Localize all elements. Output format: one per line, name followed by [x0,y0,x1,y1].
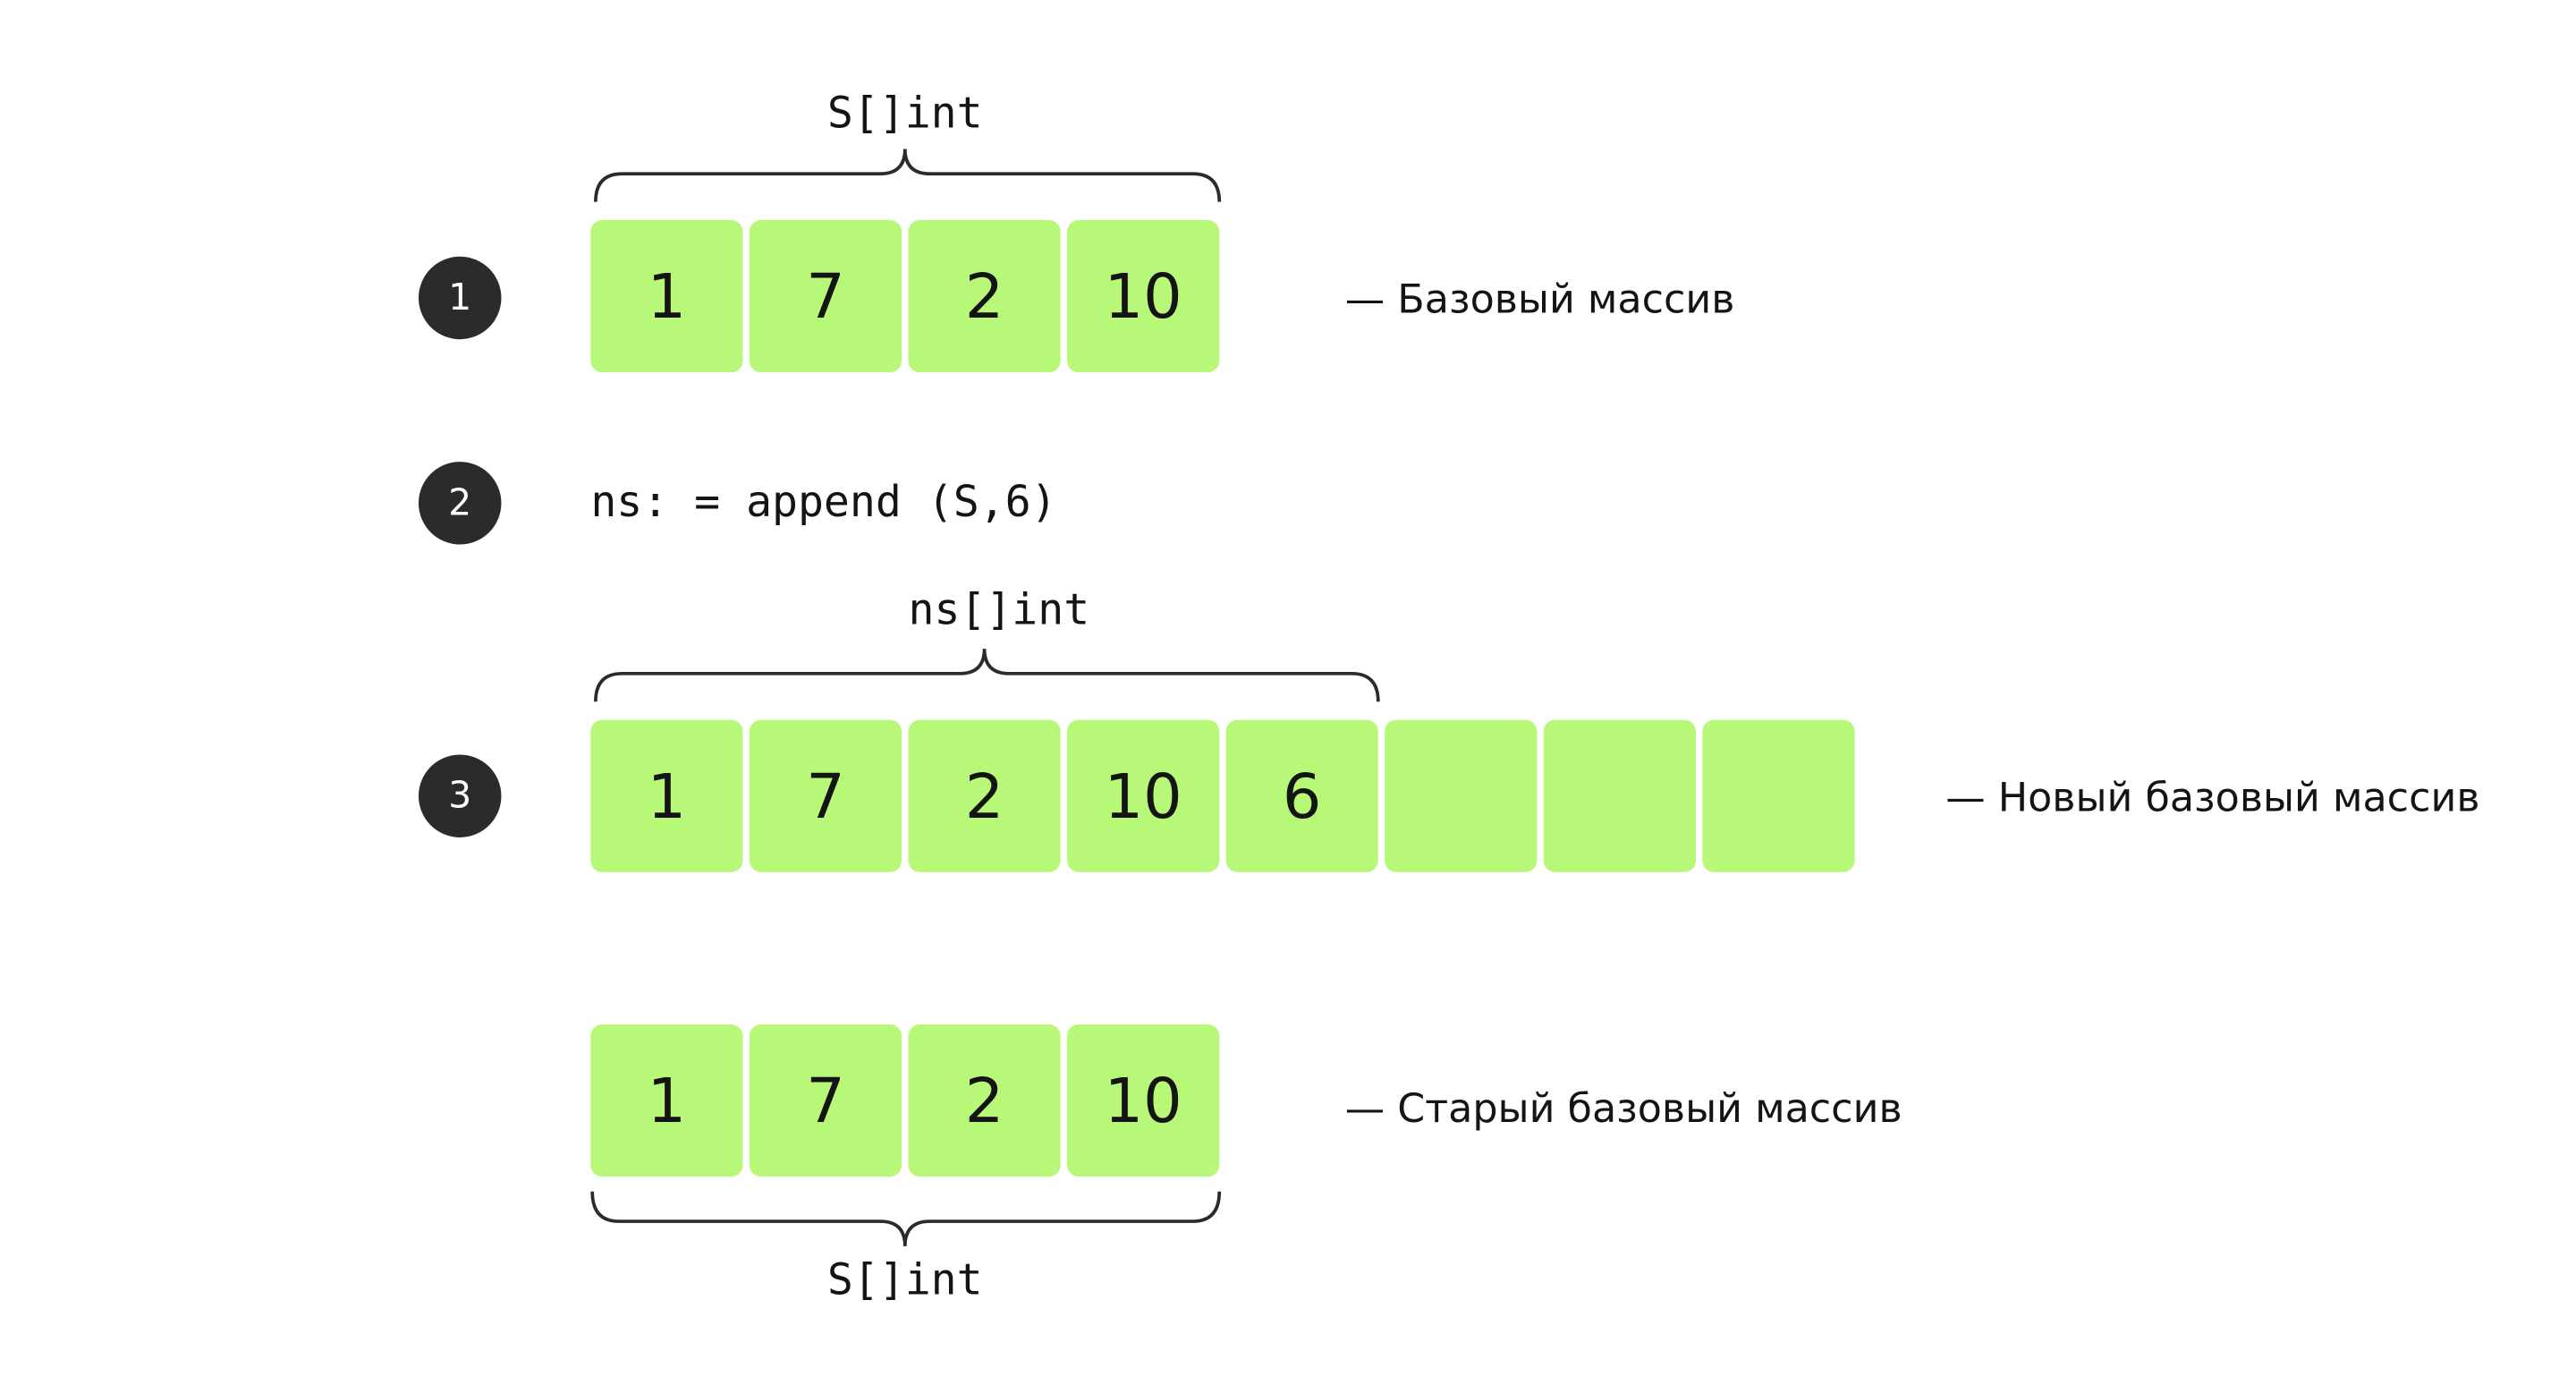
array-cell: 1 [590,719,743,872]
array-cell: 7 [749,719,902,872]
caption-old-base-array: — Старый базовый массив [1344,1085,1902,1133]
array-cell: 2 [908,719,1061,872]
append-code: ns: = append (S,6) [590,478,1057,529]
step-badge-2: 2 [418,462,502,545]
brace-label-s-top: S[]int [826,89,983,140]
array-cell-empty [1385,719,1538,872]
step-badge-3: 3 [418,754,502,837]
brace-label-s-bottom: S[]int [826,1255,983,1306]
array-cell: 2 [908,220,1061,373]
caption-base-array: — Базовый массив [1344,276,1735,323]
caption-new-base-array: — Новый базовый массив [1945,774,2480,821]
array-cell: 10 [1067,719,1220,872]
array-cell: 7 [749,1024,902,1177]
array-cell: 1 [590,1024,743,1177]
array-cell: 1 [590,220,743,373]
array-cell: 10 [1067,1024,1220,1177]
array-cell-empty [1543,719,1696,872]
array-cell: 6 [1225,719,1378,872]
array-cell-empty [1702,719,1855,872]
brace-label-ns: ns[]int [908,585,1090,636]
array-cell: 10 [1067,220,1220,373]
array-cell: 7 [749,220,902,373]
step-badge-1: 1 [418,256,502,340]
array-cell: 2 [908,1024,1061,1177]
